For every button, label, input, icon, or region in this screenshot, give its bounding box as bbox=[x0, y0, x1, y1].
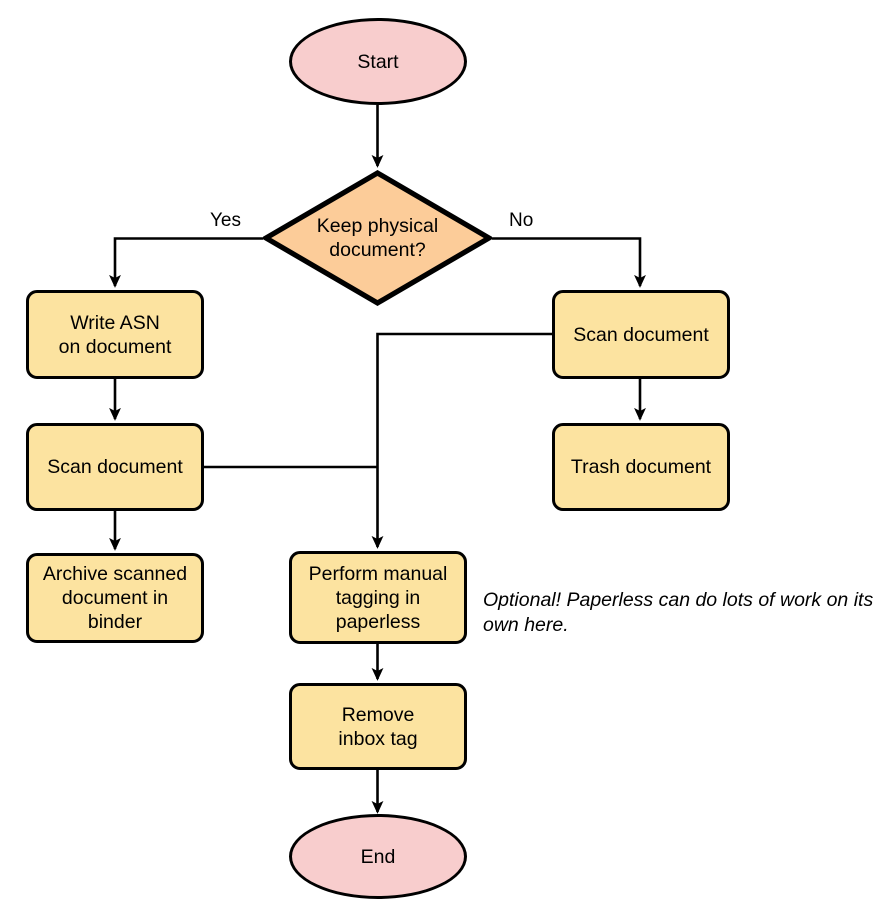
node-archive-scanned-document-label: Archive scanned document in binder bbox=[42, 563, 188, 633]
edge-label-yes: Yes bbox=[210, 210, 241, 231]
node-scan-document-right-label: Scan document bbox=[573, 323, 709, 346]
node-start[interactable]: Start bbox=[289, 18, 467, 105]
edge-label-no: No bbox=[509, 210, 534, 231]
connector-scan-right-to-manual-tagging bbox=[371, 332, 552, 549]
annotation-optional-note: Optional! Paperless can do lots of work … bbox=[483, 589, 874, 636]
node-trash-document[interactable]: Trash document bbox=[552, 423, 730, 511]
diamond-shape bbox=[263, 170, 492, 306]
node-scan-document-right[interactable]: Scan document bbox=[552, 290, 730, 379]
node-trash-document-label: Trash document bbox=[570, 456, 712, 478]
connector-decision-to-scan-right bbox=[492, 237, 646, 288]
node-keep-physical-document-label: Keep physical document? bbox=[316, 215, 439, 261]
node-write-asn-on-document[interactable]: Write ASN on document bbox=[26, 290, 204, 379]
node-scan-document-left-label: Scan document bbox=[47, 456, 183, 478]
connector-decision-to-write-asn bbox=[109, 237, 263, 288]
node-write-asn-on-document-label: Write ASN on document bbox=[58, 311, 172, 358]
node-scan-document-left[interactable]: Scan document bbox=[26, 423, 204, 511]
node-start-label: Start bbox=[357, 50, 399, 73]
node-archive-scanned-document[interactable]: Archive scanned document in binder bbox=[26, 553, 204, 643]
node-keep-physical-document[interactable]: Keep physical document? bbox=[263, 170, 492, 306]
node-perform-manual-tagging[interactable]: Perform manual tagging in paperless bbox=[289, 551, 467, 644]
node-perform-manual-tagging-label: Perform manual tagging in paperless bbox=[308, 562, 448, 633]
node-end[interactable]: End bbox=[289, 814, 467, 899]
node-end-label: End bbox=[360, 845, 396, 868]
node-remove-inbox-tag[interactable]: Remove inbox tag bbox=[289, 683, 467, 770]
node-remove-inbox-tag-label: Remove inbox tag bbox=[338, 703, 418, 750]
